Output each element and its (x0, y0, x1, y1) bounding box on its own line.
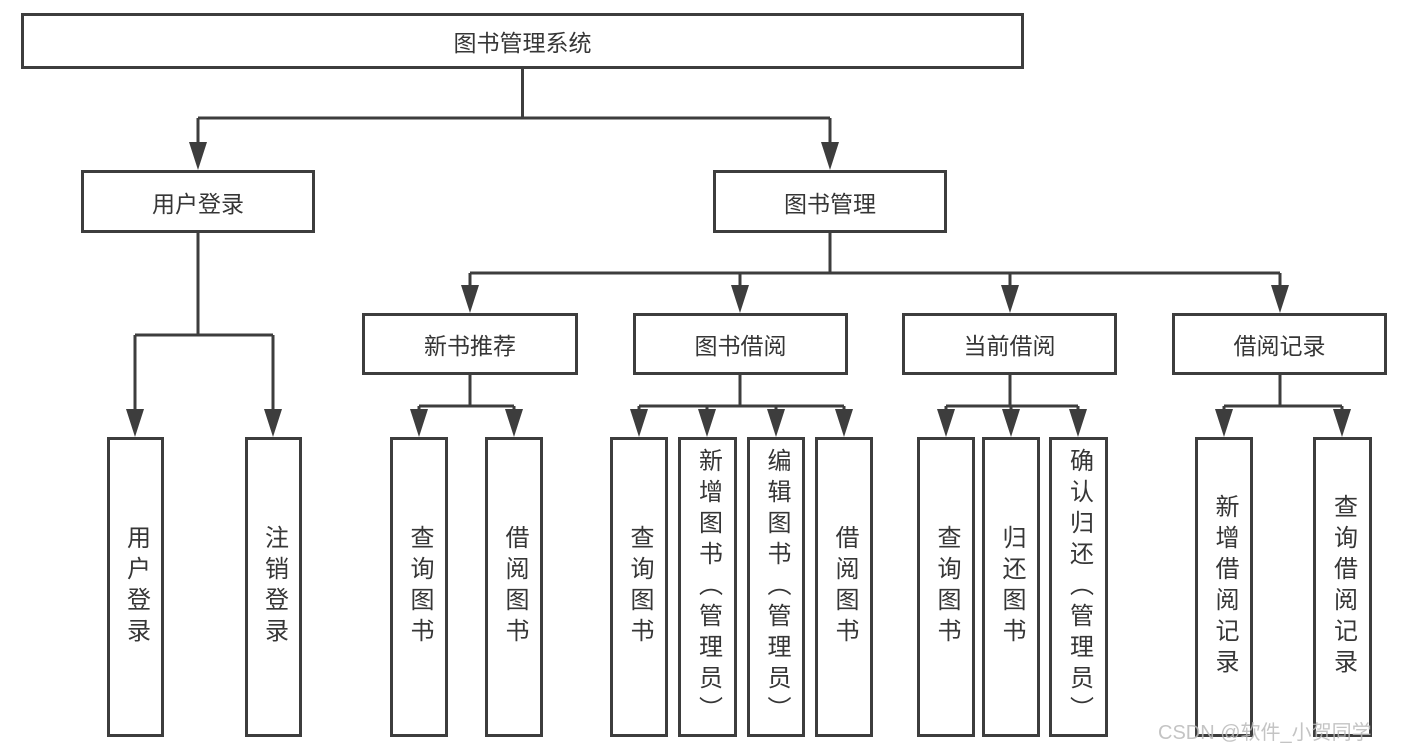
node-new-book-recommend: 新书推荐 (362, 313, 578, 375)
node-label: 图书管理系统 (453, 30, 592, 56)
leaf-user-login: 用户登录 (107, 437, 164, 737)
leaf-return-book: 归还图书 (982, 437, 1040, 737)
leaf-label: 借阅图书 (831, 525, 858, 649)
leaf-query-borrow-record: 查询借阅记录 (1313, 437, 1372, 737)
leaf-label: 新增借阅记录 (1211, 494, 1238, 680)
leaf-label: 查询借阅记录 (1329, 494, 1357, 680)
leaf-add-book-admin: 新增图书（管理员） (678, 437, 737, 737)
leaf-confirm-return-admin: 确认归还（管理员） (1049, 437, 1108, 737)
leaf-query-books-borrow: 查询图书 (610, 437, 668, 737)
node-label: 借阅记录 (1233, 333, 1326, 359)
watermark: CSDN @软件_小贺同学 (1158, 722, 1372, 744)
node-label: 当前借阅 (963, 333, 1056, 359)
leaf-borrow-books-recommend: 借阅图书 (485, 437, 543, 737)
node-label: 图书借阅 (694, 333, 787, 359)
node-borrow-records: 借阅记录 (1172, 313, 1387, 375)
leaf-add-borrow-record: 新增借阅记录 (1195, 437, 1253, 737)
node-user-login: 用户登录 (81, 170, 315, 233)
node-label: 用户登录 (152, 190, 244, 217)
leaf-label: 借阅图书 (501, 525, 528, 649)
leaf-label: 查询图书 (933, 525, 960, 649)
leaf-label: 确认归还（管理员） (1065, 447, 1093, 727)
leaf-edit-book-admin: 编辑图书（管理员） (747, 437, 805, 737)
leaf-label: 查询图书 (406, 525, 433, 649)
leaf-borrow-books: 借阅图书 (815, 437, 873, 737)
node-label: 图书管理 (784, 190, 876, 217)
leaf-label: 注销登录 (260, 525, 288, 649)
node-current-borrow: 当前借阅 (902, 313, 1117, 375)
leaf-logout: 注销登录 (245, 437, 302, 737)
node-label: 新书推荐 (424, 333, 516, 359)
leaf-label: 归还图书 (998, 525, 1025, 649)
node-book-management: 图书管理 (713, 170, 947, 233)
node-library-system: 图书管理系统 (21, 13, 1024, 69)
leaf-label: 用户登录 (122, 525, 150, 649)
leaf-query-books-current: 查询图书 (917, 437, 975, 737)
leaf-label: 新增图书（管理员） (694, 447, 722, 727)
arrowheads (126, 142, 1351, 437)
leaf-query-books-recommend: 查询图书 (390, 437, 448, 737)
node-book-borrow: 图书借阅 (633, 313, 848, 375)
leaf-label: 查询图书 (626, 525, 653, 649)
leaf-label: 编辑图书（管理员） (763, 447, 790, 727)
